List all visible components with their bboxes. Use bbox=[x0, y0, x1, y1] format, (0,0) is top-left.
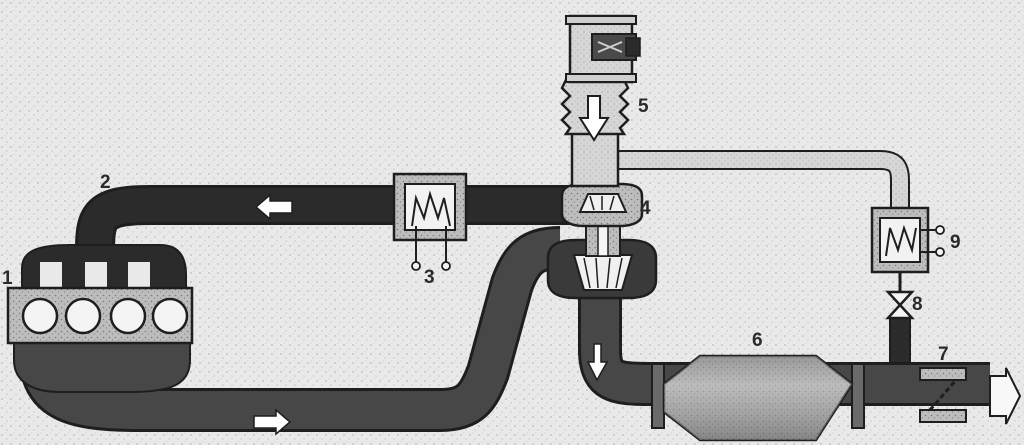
air-intake-assembly bbox=[560, 14, 641, 188]
intake-pipe bbox=[75, 185, 575, 251]
label-1: 1 bbox=[2, 268, 13, 289]
exhaust-manifold bbox=[13, 334, 191, 393]
check-valve bbox=[885, 290, 915, 320]
cylinder bbox=[21, 297, 59, 335]
label-5: 5 bbox=[638, 96, 649, 117]
engine-block bbox=[6, 286, 194, 345]
label-2: 2 bbox=[100, 172, 111, 193]
intake-manifold bbox=[21, 244, 187, 289]
label-6: 6 bbox=[752, 330, 763, 351]
arrow-down-icon bbox=[578, 95, 610, 142]
arrow-down-curved-icon bbox=[586, 343, 609, 382]
label-4: 4 bbox=[640, 198, 651, 219]
charge-air-element bbox=[392, 172, 468, 271]
cylinder bbox=[151, 297, 189, 335]
heating-element bbox=[870, 206, 945, 274]
label-7: 7 bbox=[938, 344, 949, 365]
catalytic-converter bbox=[651, 354, 865, 442]
callout-labels: 1 2 3 4 5 6 7 8 9 bbox=[2, 96, 961, 365]
label-3: 3 bbox=[424, 267, 435, 288]
cylinder bbox=[109, 297, 147, 335]
label-9: 9 bbox=[950, 232, 961, 253]
label-8: 8 bbox=[912, 294, 923, 315]
arrow-right-icon bbox=[253, 408, 292, 436]
exhaust-pipe-to-turbine bbox=[18, 226, 561, 432]
flow-arrows bbox=[253, 95, 610, 436]
turbocharger bbox=[546, 182, 658, 300]
arrow-left-icon bbox=[254, 193, 293, 221]
tail-pipe bbox=[919, 367, 1022, 425]
cylinder bbox=[64, 297, 102, 335]
